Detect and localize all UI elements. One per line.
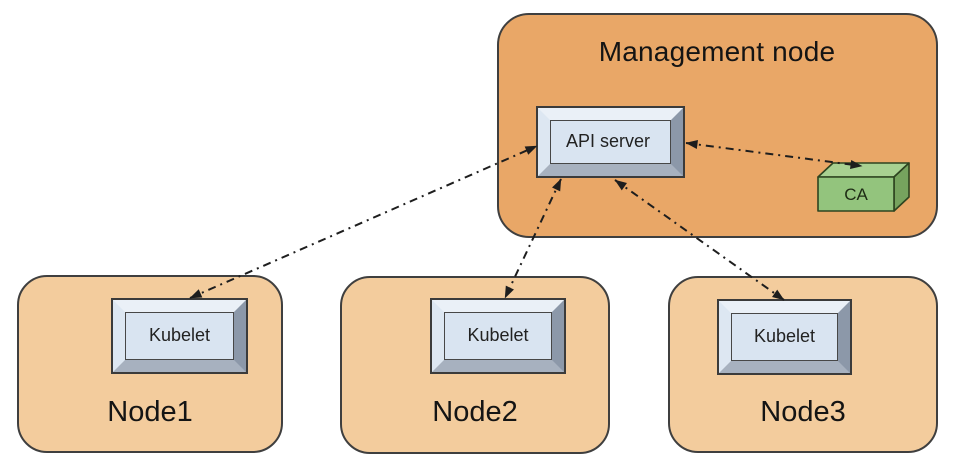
worker-node-3-label: Node3: [760, 396, 846, 428]
kubelet-label: Kubelet: [148, 325, 211, 346]
management-node-label: Management node: [598, 36, 836, 67]
kubelet-box-node1: Kubelet: [111, 298, 248, 374]
kubelet-box-node3: Kubelet: [717, 299, 852, 375]
kubelet-label: Kubelet: [753, 326, 816, 347]
worker-node-1-label: Node1: [107, 396, 193, 428]
api-server-box: API server: [536, 106, 685, 178]
worker-node-2-label: Node2: [432, 396, 518, 428]
kubelet-box-node2: Kubelet: [430, 298, 566, 374]
api-server-label: API server: [566, 131, 651, 152]
kubelet-label: Kubelet: [467, 325, 529, 346]
